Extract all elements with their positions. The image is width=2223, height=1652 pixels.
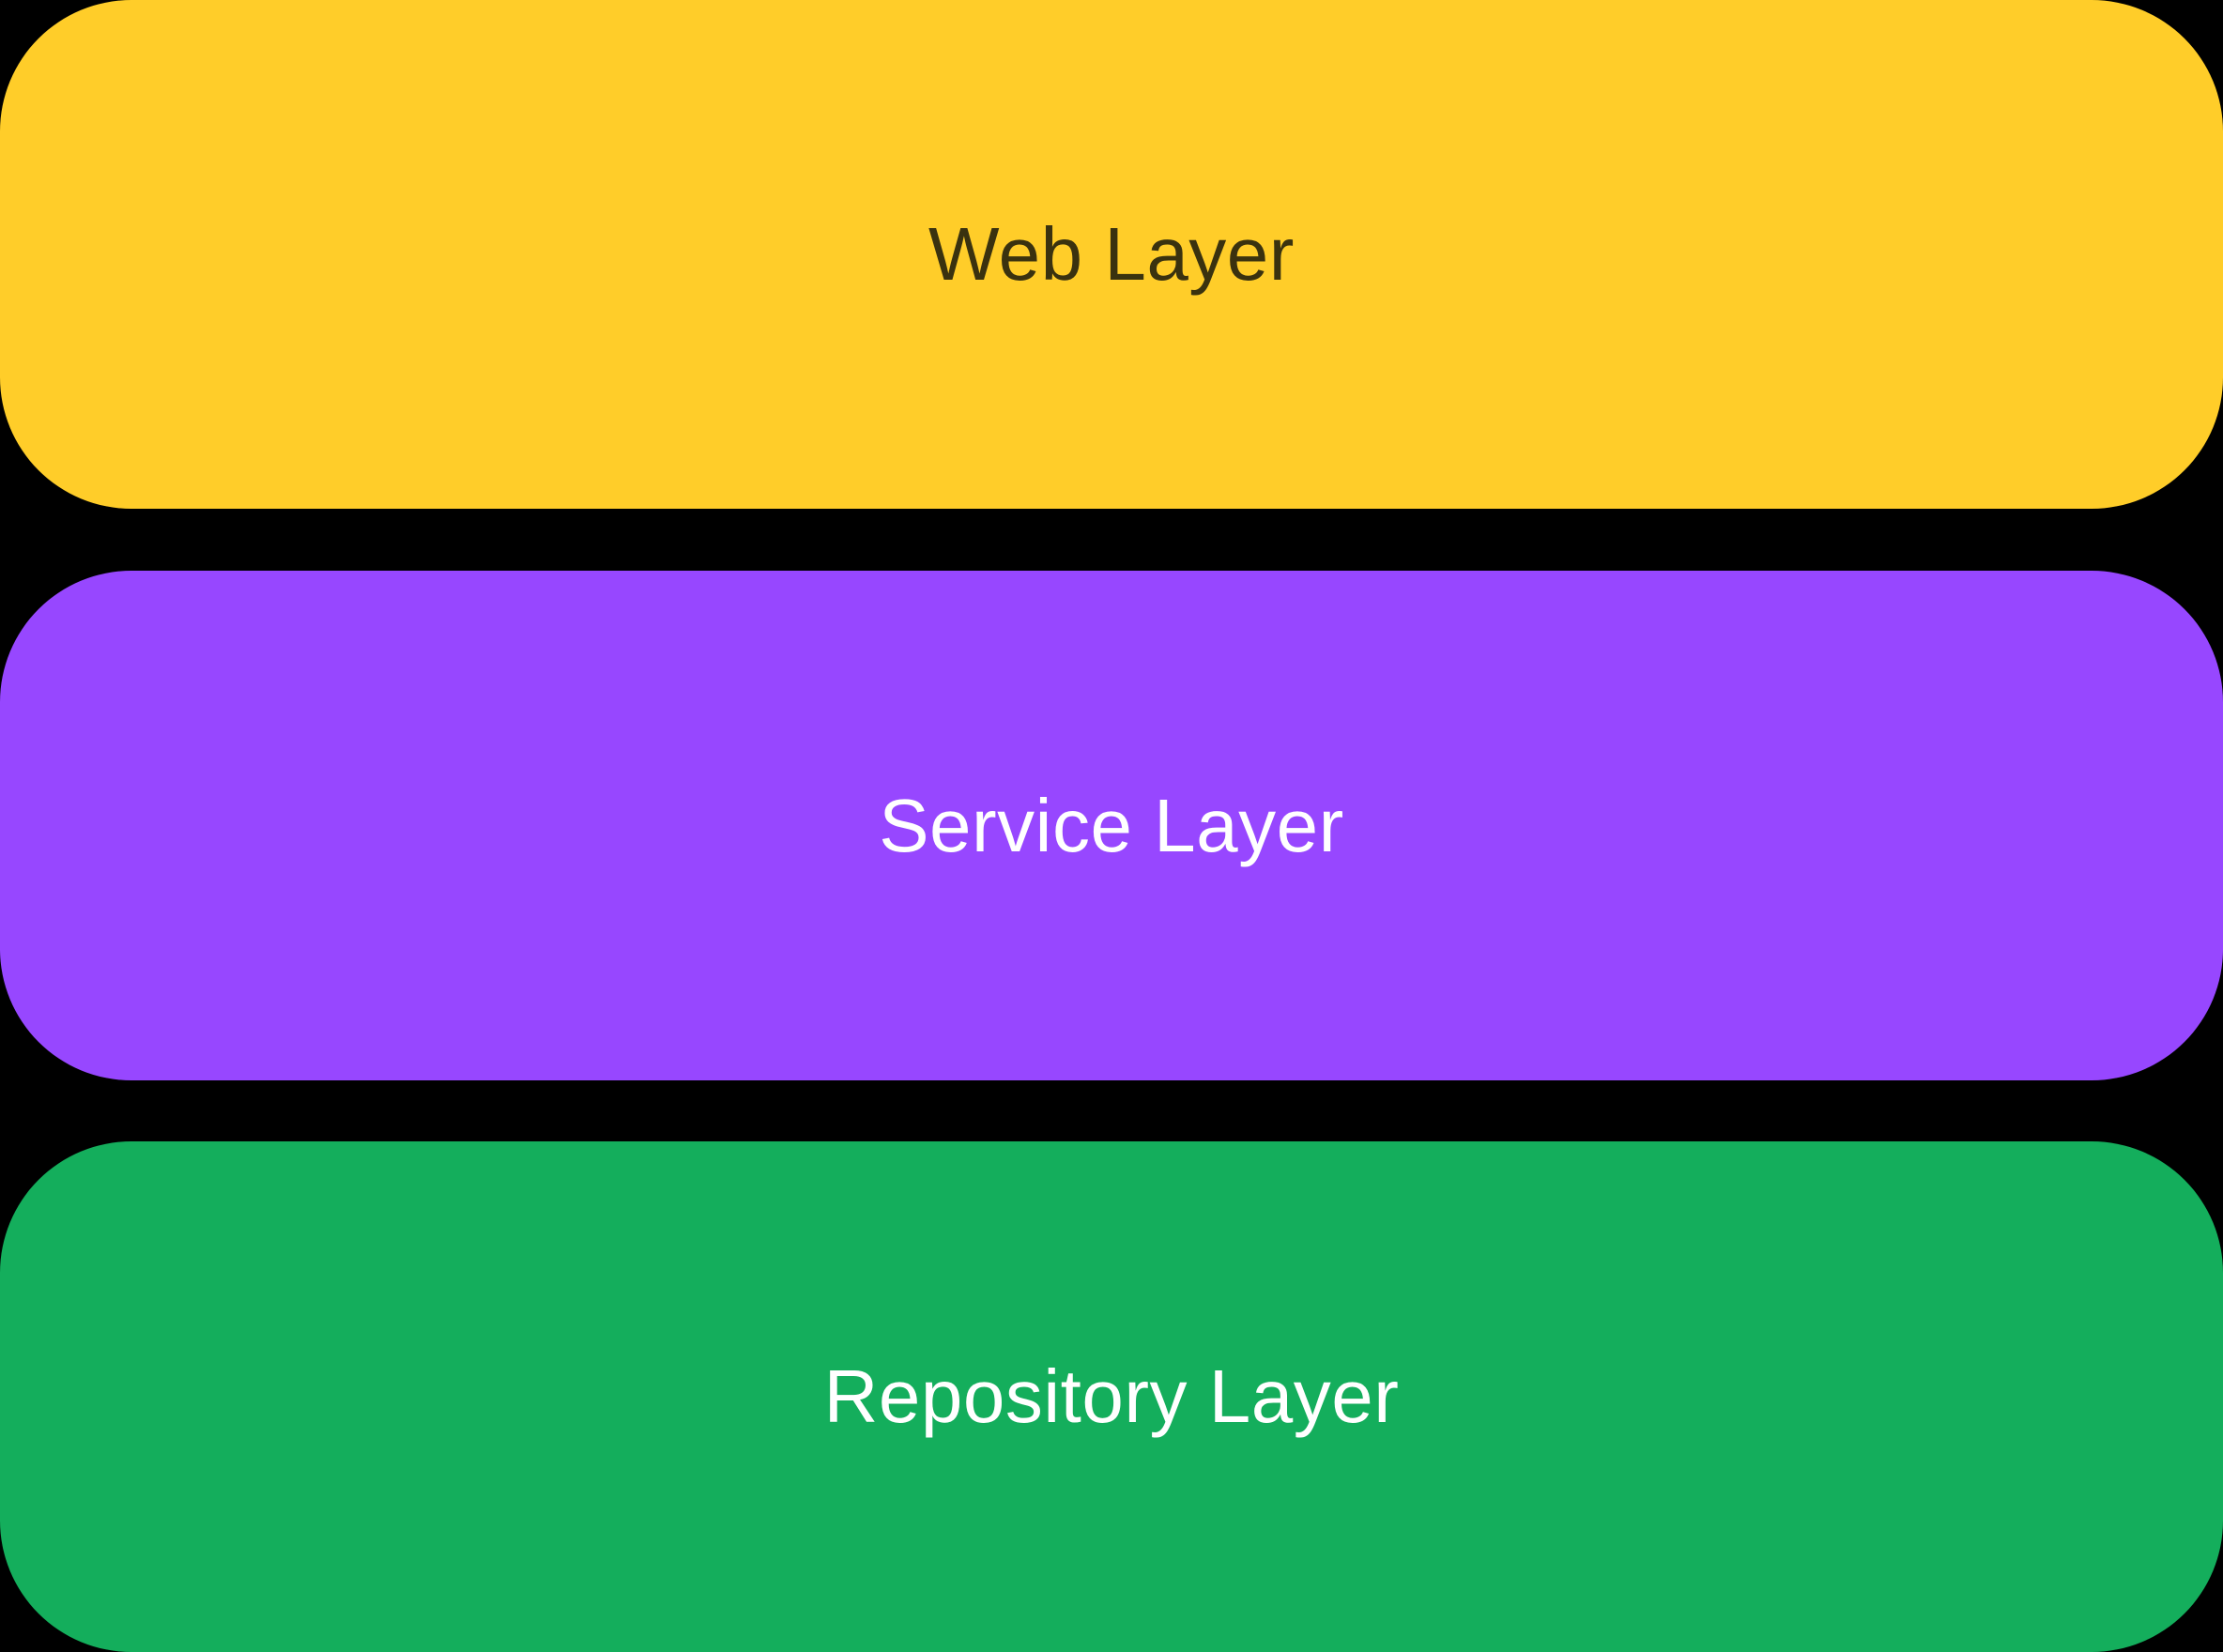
layer-box-web: Web Layer <box>0 0 2223 509</box>
layer-label-repository: Repository Layer <box>823 1354 1400 1438</box>
layer-box-repository: Repository Layer <box>0 1141 2223 1652</box>
layer-box-service: Service Layer <box>0 571 2223 1080</box>
layer-label-web: Web Layer <box>928 212 1295 296</box>
layer-label-service: Service Layer <box>879 783 1344 867</box>
